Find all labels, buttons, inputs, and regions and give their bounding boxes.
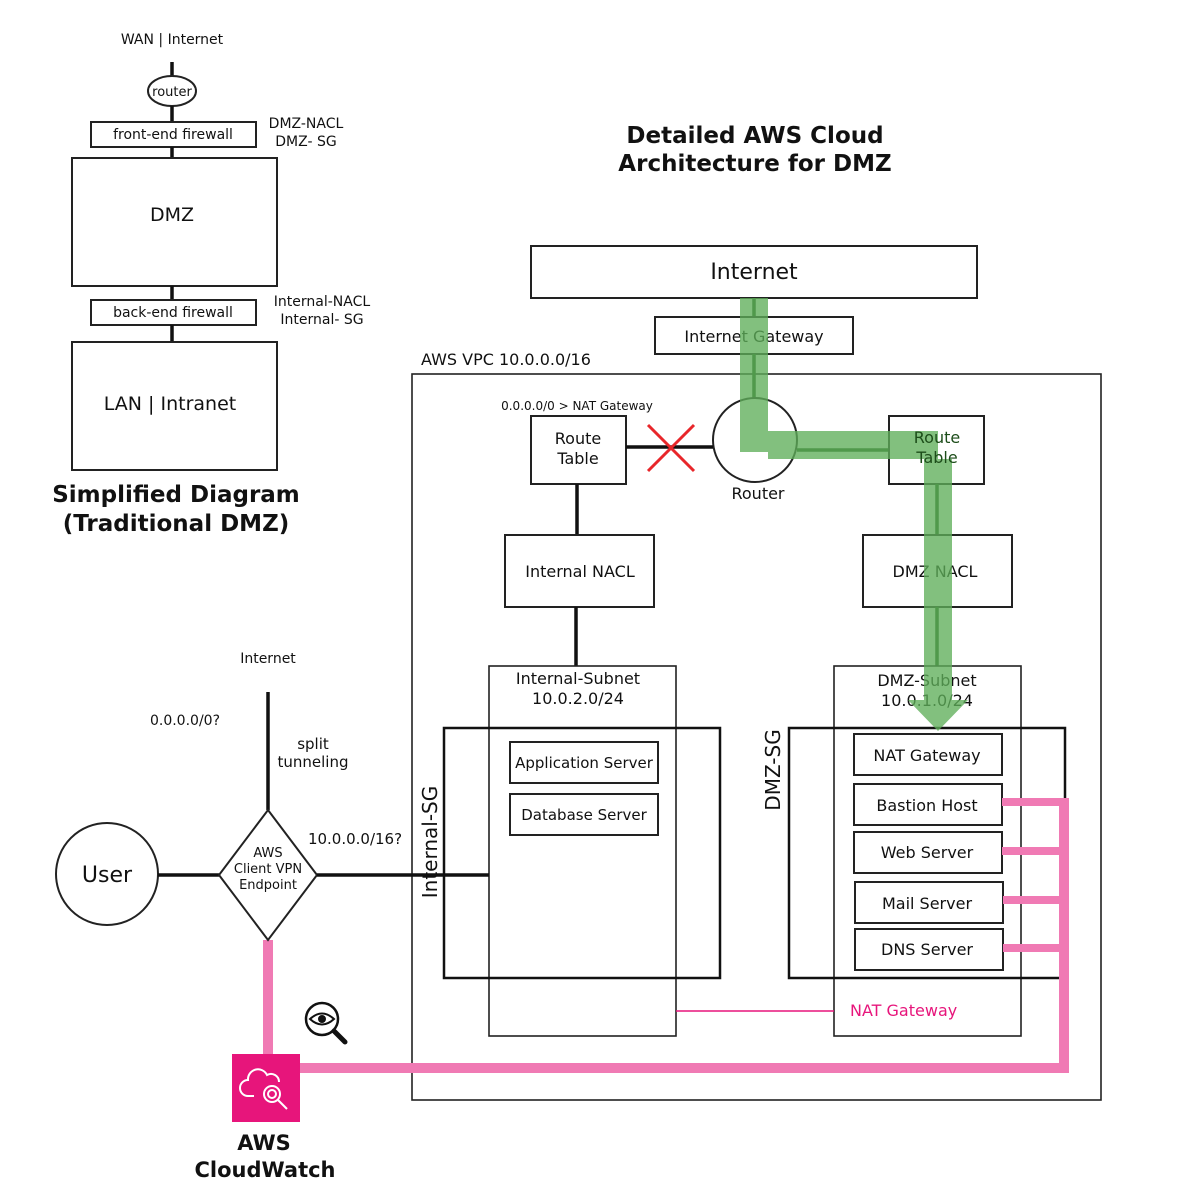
- traffic-path-arrow: [740, 298, 968, 731]
- route-table-internal: [530, 415, 627, 485]
- cloudwatch-node: [232, 1054, 300, 1122]
- application-server-label: Application Server: [515, 754, 654, 772]
- bastion-host-box: [853, 783, 1003, 826]
- dmz-label: DMZ: [150, 204, 194, 226]
- wan-label: WAN | Internet: [121, 32, 224, 48]
- front-note-nacl: DMZ-NACL: [269, 116, 344, 132]
- back-firewall-label: back-end firewall: [113, 305, 233, 321]
- lan-label: LAN | Intranet: [104, 393, 236, 415]
- route-table-dmz-line2: Table: [915, 448, 957, 467]
- back-note-sg: Internal- SG: [280, 312, 363, 328]
- endpoint-line3: Endpoint: [239, 878, 297, 893]
- web-server-box: [853, 831, 1003, 874]
- front-note-sg: DMZ- SG: [275, 134, 336, 150]
- nat-gateway-label: NAT Gateway: [873, 746, 980, 765]
- internal-nacl-box: [504, 534, 655, 608]
- mail-server-label: Mail Server: [882, 894, 972, 913]
- vpc-label: AWS VPC 10.0.0.0/16: [421, 350, 591, 369]
- simplified-diagram: WAN | Internet router front-end firewall…: [52, 32, 370, 537]
- internal-security-group: [442, 726, 722, 980]
- route-all-label: 0.0.0.0/0?: [150, 713, 220, 729]
- internet-box: [530, 245, 978, 299]
- router-label: router: [152, 85, 192, 100]
- vpn-internet-label: Internet: [240, 651, 296, 667]
- dns-server-label: DNS Server: [881, 940, 973, 959]
- internal-subnet-cidr: 10.0.2.0/24: [532, 689, 624, 708]
- application-server-box: [509, 741, 659, 784]
- route-note: 0.0.0.0/0 > NAT Gateway: [501, 399, 653, 413]
- internal-sg-label: Internal-SG: [418, 786, 442, 899]
- dmz-server-list: NAT Gateway Bastion Host Web Server Mail…: [853, 733, 1004, 971]
- cloudwatch-icon: [239, 1068, 288, 1110]
- simplified-title-line1: Simplified Diagram: [52, 482, 300, 508]
- mail-server-box: [854, 881, 1004, 924]
- endpoint-line1: AWS: [253, 846, 282, 861]
- simplified-title-line2: (Traditional DMZ): [63, 511, 290, 537]
- dmz-box: [71, 157, 278, 287]
- internet-label: Internet: [710, 260, 798, 285]
- cloudwatch-label-line2: CloudWatch: [194, 1158, 335, 1182]
- back-note-nacl: Internal-NACL: [274, 294, 371, 310]
- nat-gateway-pink-label: NAT Gateway: [850, 1001, 957, 1020]
- route-vpc-label: 10.0.0.0/16?: [308, 830, 402, 848]
- bastion-host-label: Bastion Host: [876, 796, 977, 815]
- monitoring-eye-icon: [304, 1001, 348, 1045]
- dmz-sg-label: DMZ-SG: [761, 729, 785, 810]
- route-table-dmz-line1: Route: [914, 428, 960, 447]
- internal-subnet: [488, 665, 677, 1037]
- split-label: split: [297, 735, 329, 753]
- front-end-firewall: [90, 121, 257, 148]
- detailed-title-line2: Architecture for DMZ: [618, 151, 891, 177]
- back-end-firewall: [90, 299, 257, 326]
- database-server-label: Database Server: [521, 806, 647, 824]
- nat-gateway-box: [853, 733, 1003, 776]
- blocked-x-icon: [646, 423, 696, 473]
- client-vpn-endpoint: [217, 808, 319, 942]
- internal-nacl-label: Internal NACL: [525, 562, 635, 581]
- web-server-label: Web Server: [881, 843, 974, 862]
- endpoint-line2: Client VPN: [234, 862, 302, 877]
- front-firewall-label: front-end firewall: [113, 127, 233, 143]
- internal-subnet-name: Internal-Subnet: [516, 669, 640, 688]
- database-server-box: [509, 793, 659, 836]
- dns-server-box: [854, 928, 1004, 971]
- route-table-internal-line2: Table: [556, 449, 598, 468]
- tunneling-label: tunneling: [278, 753, 349, 771]
- user-label: User: [82, 863, 133, 888]
- detailed-title-line1: Detailed AWS Cloud: [626, 123, 883, 149]
- route-table-internal-line1: Route: [555, 429, 601, 448]
- lan-box: [71, 341, 278, 471]
- cloudwatch-label-line1: AWS: [237, 1131, 291, 1155]
- router-label: Router: [731, 484, 784, 503]
- monitoring-lines: [263, 798, 1069, 1073]
